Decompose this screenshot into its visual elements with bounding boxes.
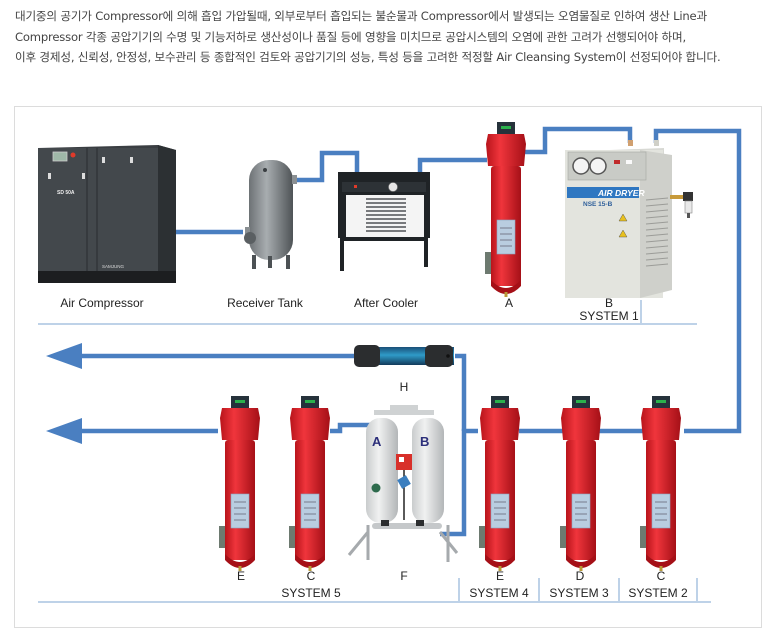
pipe-network xyxy=(82,126,742,537)
filter-c-system5-illustration xyxy=(288,395,331,572)
outlet-arrow-top xyxy=(46,343,82,369)
air-dryer-illustration: AIR DRYER NSE 15-B xyxy=(565,140,693,298)
filter-c-system2-label: C xyxy=(657,569,666,583)
receiver-tank-illustration xyxy=(244,160,297,269)
system-dividers xyxy=(38,300,711,603)
intro-line-3: 이후 경제성, 신뢰성, 안정성, 보수관리 등 종합적인 검토와 공압기기의 … xyxy=(15,50,721,64)
pipe-desiccant-to-system5 xyxy=(330,422,370,434)
system-5-label: SYSTEM 5 xyxy=(281,586,341,600)
desiccant-tower-b-label: B xyxy=(420,434,429,449)
intro-line-2: Compressor 각종 공압기기의 수명 및 기능저하로 생산성이나 품질 … xyxy=(15,29,686,44)
line-filter-h-label: H xyxy=(400,380,409,394)
filter-a-label: A xyxy=(505,296,513,310)
compressor-model-text: SD 50A xyxy=(57,190,75,196)
after-cooler-label: After Cooler xyxy=(354,296,418,310)
filter-e-system5-illustration xyxy=(218,395,261,572)
outlet-arrow-bottom xyxy=(46,418,82,444)
pipe-tank-to-cooler xyxy=(296,150,360,183)
pipe-filter-a-to-dryer xyxy=(525,126,633,155)
receiver-tank-label: Receiver Tank xyxy=(227,296,304,310)
air-compressor-label: Air Compressor xyxy=(60,296,143,310)
filter-e-system4-label: E xyxy=(496,569,504,583)
system-2-label: SYSTEM 2 xyxy=(628,586,688,600)
air-dryer-model-text: NSE 15-B xyxy=(583,201,613,208)
after-cooler-illustration xyxy=(338,172,430,271)
filter-c-system2-illustration xyxy=(639,395,682,572)
pipe-system4-to-desiccant xyxy=(440,428,478,537)
filter-d-system3-illustration xyxy=(559,395,602,572)
intro-line-1: 대기중의 공기가 Compressor에 의해 흡입 가압될때, 외부로부터 흡… xyxy=(15,9,707,23)
air-dryer-brand-text: AIR DRYER xyxy=(597,188,645,198)
pipe-dryer-to-system2 xyxy=(653,128,742,434)
filter-e-system4-illustration xyxy=(478,395,521,572)
filter-a-illustration xyxy=(484,121,527,298)
system-4-label: SYSTEM 4 xyxy=(469,586,529,600)
desiccant-dryer-illustration: A B xyxy=(347,405,459,562)
system-1-label: SYSTEM 1 xyxy=(579,309,639,323)
intro-text: 대기중의 공기가 Compressor에 의해 흡입 가압될때, 외부로부터 흡… xyxy=(15,6,775,68)
filter-d-system3-label: D xyxy=(576,569,585,583)
filter-c-system5-label: C xyxy=(307,569,316,583)
desiccant-tower-a-label: A xyxy=(372,434,382,449)
pipe-cooler-to-filter-a xyxy=(417,157,487,177)
desiccant-dryer-label: F xyxy=(400,569,407,583)
pipe-desiccant-to-h xyxy=(455,353,467,431)
air-compressor-illustration: SD 50A SAMJUNG xyxy=(38,145,176,283)
compressor-brand-text: SAMJUNG xyxy=(102,264,125,269)
filter-e-system5-label: E xyxy=(237,569,245,583)
line-filter-h-illustration xyxy=(354,345,454,367)
system-3-label: SYSTEM 3 xyxy=(549,586,609,600)
diagram-frame xyxy=(14,106,762,628)
air-dryer-label: B xyxy=(605,296,613,310)
